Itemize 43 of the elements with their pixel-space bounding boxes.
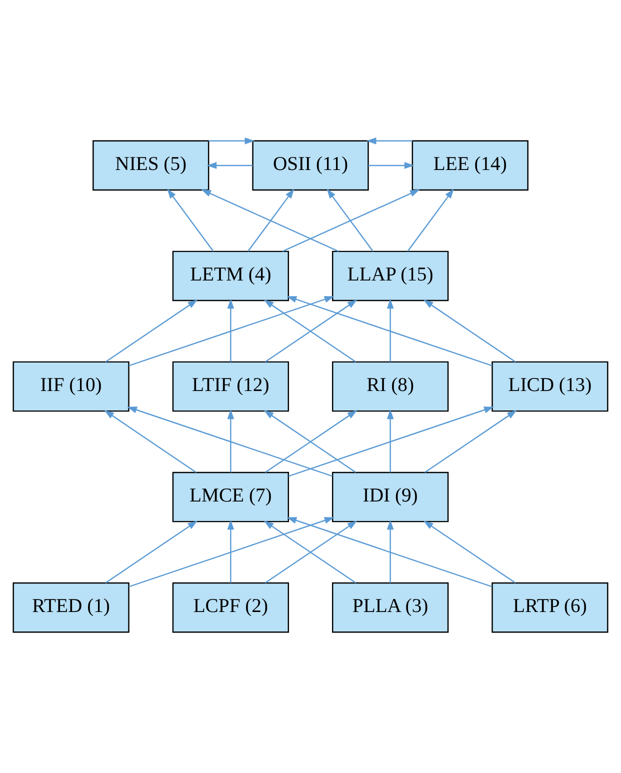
arrow xyxy=(105,520,198,584)
arrow xyxy=(105,300,198,362)
arrow xyxy=(127,406,333,477)
node-box: LCPF (2) xyxy=(172,582,289,633)
arrow xyxy=(386,409,394,472)
arrow xyxy=(366,137,412,144)
arrow xyxy=(368,162,414,169)
arrow xyxy=(326,188,374,252)
arrow xyxy=(286,296,492,366)
arrow xyxy=(282,189,420,252)
arrow xyxy=(201,189,339,252)
node-box: LETM (4) xyxy=(172,250,289,302)
node-box: LEE (14) xyxy=(412,140,528,191)
arrow xyxy=(407,188,454,252)
arrow xyxy=(206,162,253,169)
arrow xyxy=(167,188,214,252)
arrow xyxy=(286,517,492,588)
arrow xyxy=(424,410,517,473)
node-box: LICD (13) xyxy=(492,361,608,412)
node-box: LLAP (15) xyxy=(332,250,449,302)
arrow xyxy=(227,520,234,583)
arrow xyxy=(247,188,294,252)
arrow xyxy=(208,137,255,144)
arrow xyxy=(423,300,516,362)
node-box: NIES (5) xyxy=(92,140,210,191)
node-box: PLLA (3) xyxy=(332,582,449,633)
node-box: LTIF (12) xyxy=(172,361,289,412)
arrow xyxy=(423,520,516,584)
node-box: RTED (1) xyxy=(12,582,130,633)
node-box: RI (8) xyxy=(332,361,449,412)
node-box: LRTP (6) xyxy=(492,582,608,633)
arrow xyxy=(227,298,234,362)
arrow xyxy=(288,406,494,477)
arrow xyxy=(104,410,196,473)
node-box: OSII (11) xyxy=(252,140,369,191)
arrow xyxy=(386,298,394,362)
arrow xyxy=(128,517,334,588)
node-box: IIF (10) xyxy=(12,361,130,412)
node-box: IDI (9) xyxy=(332,472,449,522)
arrow xyxy=(128,296,334,366)
arrow xyxy=(386,520,394,583)
arrow xyxy=(227,409,234,472)
node-box: LMCE (7) xyxy=(172,472,289,522)
